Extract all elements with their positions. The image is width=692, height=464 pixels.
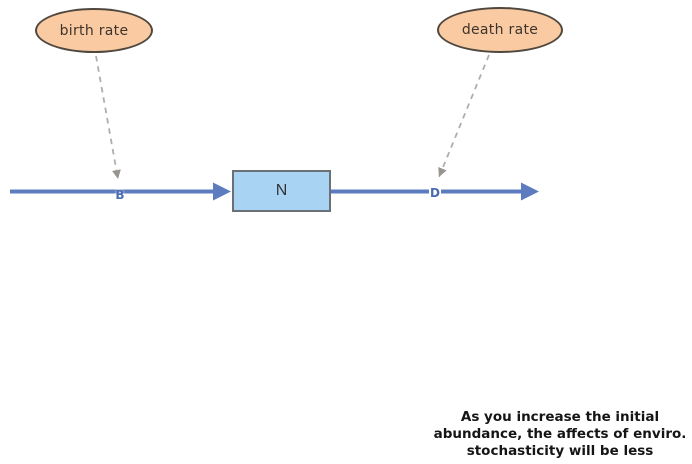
stock-N[interactable]: N <box>232 170 331 212</box>
stock-N-label: N <box>275 182 288 199</box>
flow-label-B[interactable]: B <box>115 188 125 202</box>
flow-label-D[interactable]: D <box>429 186 441 200</box>
death-rate-connector[interactable] <box>438 54 490 178</box>
annotation-caption: As you increase the initial abundance, t… <box>433 409 687 459</box>
converter-death-rate-label: death rate <box>461 22 539 38</box>
converter-birth-rate[interactable]: birth rate <box>35 8 153 53</box>
converter-birth-rate-label: birth rate <box>59 22 129 39</box>
converter-death-rate[interactable]: death rate <box>437 7 563 53</box>
inflow-arrowhead-icon <box>213 182 231 201</box>
birth-rate-connector[interactable] <box>95 55 121 180</box>
outflow-arrowhead-icon <box>521 182 539 201</box>
